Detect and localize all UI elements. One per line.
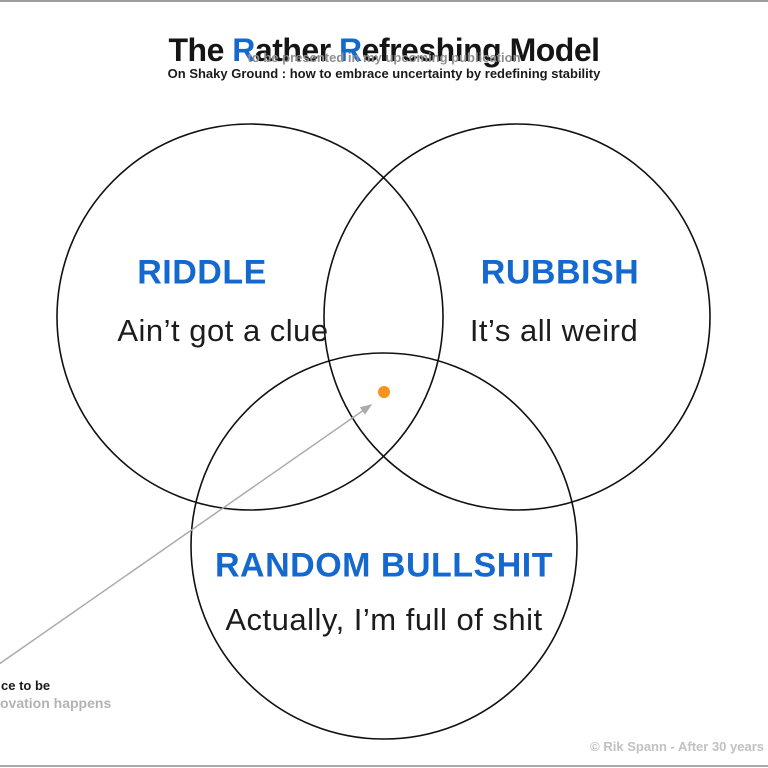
- page-title: The Rather Refreshing Model: [0, 32, 768, 69]
- annotation-clipped-line2: ovation happens: [0, 695, 112, 711]
- title-accent-letter: R: [339, 32, 362, 69]
- top-border-line: [0, 0, 768, 2]
- publication-title: On Shaky Ground : how to embrace uncerta…: [167, 66, 601, 81]
- random-bullshit-caption: Actually, I’m full of shit: [225, 602, 543, 637]
- rubbish-circle: [323, 123, 711, 511]
- bottom-border-line: [0, 765, 768, 767]
- random-bullshit-label: RANDOM BULLSHIT: [214, 546, 554, 585]
- riddle-label: RIDDLE: [137, 253, 267, 292]
- random-bullshit-circle: [190, 352, 578, 740]
- credit-line: © Rik Spann - After 30 years: [590, 739, 764, 754]
- title-text: The: [168, 32, 233, 69]
- title-accent-letter: R: [232, 32, 255, 69]
- annotation-clipped-line1: ce to be: [1, 678, 51, 693]
- title-text: efreshing Model: [361, 32, 600, 69]
- sweet-spot-dot: [378, 386, 390, 398]
- annotation-arrow: [0, 404, 373, 665]
- subtitle: to be presented in my upcoming publicati…: [247, 50, 521, 65]
- title-text: ather: [254, 32, 340, 69]
- riddle-circle: [56, 123, 444, 511]
- rubbish-label: RUBBISH: [480, 253, 640, 292]
- rubbish-caption: It’s all weird: [469, 313, 639, 348]
- riddle-caption: Ain’t got a clue: [117, 313, 329, 348]
